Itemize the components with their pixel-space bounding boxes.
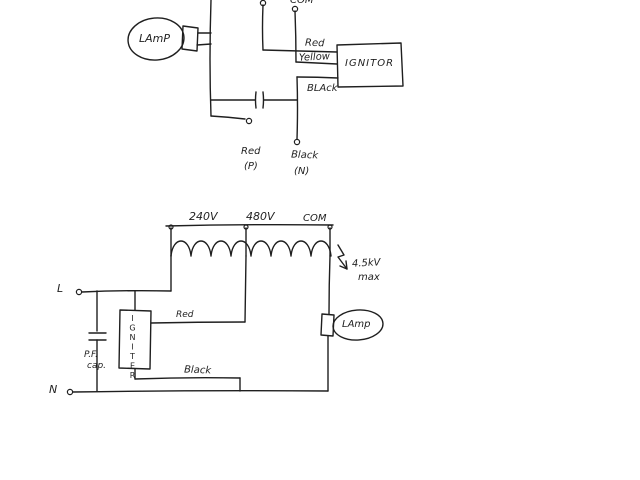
lamp-base	[320, 313, 335, 337]
neutral-terminal-dot	[66, 388, 74, 396]
com-terminal-label: COM	[290, 0, 314, 6]
tap-480-label: 480V	[246, 210, 275, 223]
igniter-box-label: IGNITER	[128, 314, 137, 381]
tap-240-label: 240V	[189, 210, 218, 223]
neutral-terminal-sub: (N)	[294, 166, 310, 177]
ignitor-box-label: IGNITOR	[345, 58, 395, 69]
lamp-label: LAmp	[342, 319, 371, 330]
ballast-coil	[170, 240, 332, 257]
wire-red-horizontal	[262, 49, 338, 53]
pulse-rating-sub: max	[358, 272, 380, 283]
lamp-label: LAmP	[139, 32, 171, 45]
red-wire-label: Red	[304, 37, 325, 50]
cap-plate-left	[254, 91, 257, 109]
lightning-bolt-arrowhead	[339, 260, 348, 270]
wire-red-vertical	[261, 4, 264, 51]
wire-yellow-horizontal	[295, 61, 338, 65]
wire-lamp-vertical	[209, 0, 212, 117]
neutral-terminal-dot	[293, 138, 301, 146]
pf-cap-label-line1: P.F.	[84, 350, 98, 360]
red-wire-label: Red	[176, 310, 194, 320]
lamp-base	[181, 25, 199, 52]
neutral-terminal-label: Black	[290, 149, 319, 162]
wire-line-horizontal	[81, 289, 172, 293]
phase-terminal-sub: (P)	[244, 161, 258, 172]
lamp-bulb-outline	[332, 309, 384, 341]
phase-terminal-dot	[245, 117, 253, 125]
lamp-bulb-outline	[127, 17, 185, 61]
line-terminal-dot	[75, 288, 83, 296]
wire-coil-to-lamp	[328, 255, 331, 315]
line-terminal-label: L	[57, 282, 64, 295]
middle-tap-vertical	[244, 255, 247, 323]
pulse-rating-label: 4.5kV	[351, 257, 381, 270]
wire-neutral-horizontal	[72, 389, 329, 393]
wire-black-horizontal	[296, 76, 339, 79]
yellow-wire-label: Yellow	[298, 51, 331, 64]
bottom-diagram	[66, 223, 384, 396]
wire-red	[150, 321, 246, 324]
igniter-box	[118, 309, 152, 370]
phase-terminal-label: Red	[241, 146, 261, 157]
wire-to-phase-terminal	[210, 115, 246, 120]
lightning-bolt-icon	[337, 244, 348, 270]
wire-yellow-vertical	[294, 10, 297, 63]
wire-black-horizontal	[134, 376, 241, 380]
neutral-terminal-label: N	[49, 383, 58, 396]
wire-black-vertical	[296, 76, 299, 140]
black-wire-label: Black	[183, 364, 212, 377]
ignitor-box	[336, 42, 404, 88]
lamp-lead-bottom	[196, 43, 212, 46]
black-wire-label: BLAck	[307, 83, 338, 94]
pf-cap-label-line2: cap.	[87, 361, 107, 371]
tap-com-label: COM	[303, 213, 327, 224]
tap-bus-line	[165, 223, 334, 227]
top-diagram	[127, 0, 404, 146]
